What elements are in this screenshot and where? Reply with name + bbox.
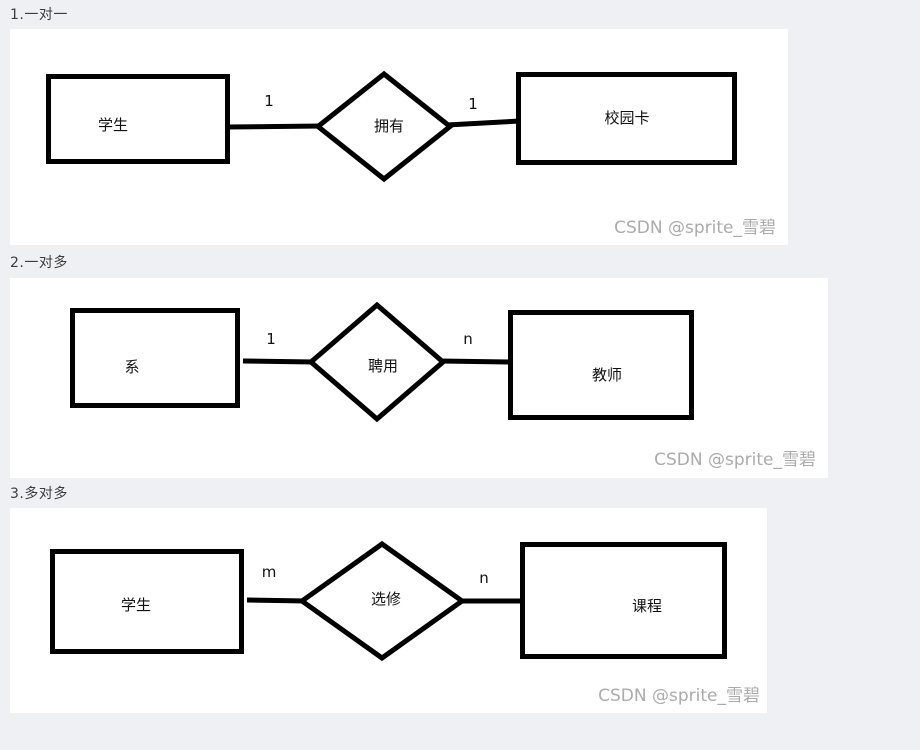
relation-diamond xyxy=(313,70,455,183)
cardinality-label-left: 1 xyxy=(266,330,276,348)
entity-box-right xyxy=(508,310,694,420)
entity-label-left: 学生 xyxy=(121,596,151,614)
connector-line-right xyxy=(446,118,521,128)
cardinality-label-left: m xyxy=(262,563,277,581)
connector-line-left xyxy=(246,597,307,604)
entity-box-right xyxy=(516,72,737,165)
er-diagram-many-to-many: 学生 m 选修 n 课程 xyxy=(50,540,727,662)
section-heading-one-to-many: 2.一对多 xyxy=(10,255,68,271)
diagram-panel-one-to-one: 学生 1 拥有 1 校园卡 CSDN @sprite_雪碧 xyxy=(10,29,788,245)
er-diagram-one-to-one: 学生 1 拥有 1 校园卡 xyxy=(46,70,737,183)
entity-label-right: 教师 xyxy=(592,366,622,384)
entity-box-left xyxy=(70,308,240,408)
relation-label: 聘用 xyxy=(368,357,398,375)
watermark: CSDN @sprite_雪碧 xyxy=(614,218,776,238)
watermark: CSDN @sprite_雪碧 xyxy=(598,686,760,706)
watermark: CSDN @sprite_雪碧 xyxy=(654,450,816,470)
er-diagram-one-to-many: 系 1 聘用 n 教师 xyxy=(70,301,694,423)
relation-label: 选修 xyxy=(371,590,401,608)
section-heading-one-to-one: 1.一对一 xyxy=(10,7,68,23)
entity-label-left: 学生 xyxy=(98,116,128,134)
entity-box-right xyxy=(520,542,727,659)
entity-label-right: 课程 xyxy=(632,597,662,615)
section-heading-many-to-many: 3.多对多 xyxy=(10,486,68,502)
entity-box-left xyxy=(46,74,230,164)
cardinality-label-left: 1 xyxy=(264,92,274,110)
connector-line-left xyxy=(242,358,315,365)
relation-diamond xyxy=(297,540,467,662)
diagram-panel-many-to-many: 学生 m 选修 n 课程 CSDN @sprite_雪碧 xyxy=(10,508,767,713)
cardinality-label-right: n xyxy=(463,330,473,348)
connector-line-left xyxy=(226,123,323,130)
entity-box-left xyxy=(50,549,244,654)
cardinality-label-right: 1 xyxy=(468,95,478,113)
relation-label: 拥有 xyxy=(374,117,404,135)
entity-label-right: 校园卡 xyxy=(604,109,649,127)
cardinality-label-right: n xyxy=(479,569,489,587)
relation-diamond xyxy=(307,301,447,423)
diagram-panel-one-to-many: 系 1 聘用 n 教师 CSDN @sprite_雪碧 xyxy=(10,278,828,478)
connector-line-right xyxy=(439,358,513,365)
entity-label-left: 系 xyxy=(124,358,139,376)
